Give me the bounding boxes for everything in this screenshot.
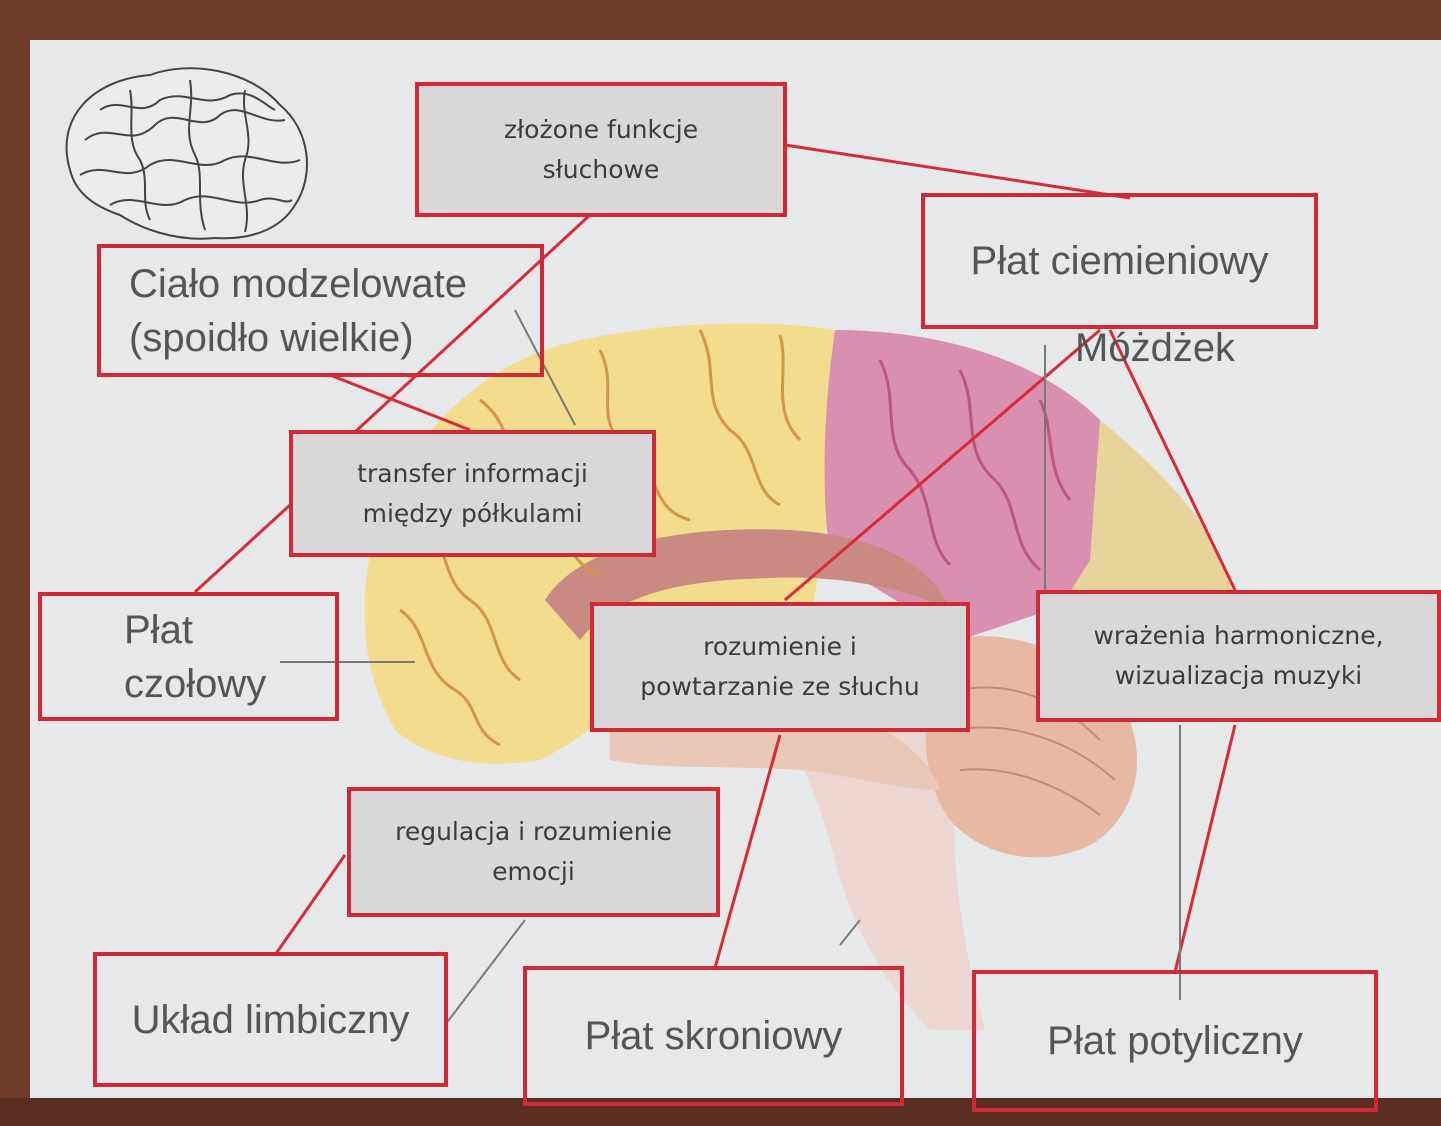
cerebellum-label: Móżdżek (1075, 326, 1235, 371)
brain-sketch-icon (67, 68, 307, 238)
temporal-lobe-box: Płat skroniowy (523, 966, 904, 1106)
emotion-regulation-box: regulacja i rozumienie emocji (347, 787, 720, 917)
corpus-callosum-box: Ciało modzelowate (spoidło wielkie) (97, 244, 544, 377)
parietal-lobe-box: Płat ciemieniowy (921, 193, 1318, 329)
auditory-comprehension-box: rozumienie i powtarzanie ze słuchu (590, 602, 970, 732)
frontal-lobe-box: Płat czołowy (38, 592, 339, 721)
harmonic-impressions-box: wrażenia harmoniczne, wizualizacja muzyk… (1036, 590, 1441, 722)
occipital-lobe-box: Płat potyliczny (972, 970, 1378, 1112)
interhemispheric-transfer-box: transfer informacji między półkulami (289, 430, 656, 557)
limbic-system-box: Układ limbiczny (93, 952, 448, 1087)
complex-auditory-functions-box: złożone funkcje słuchowe (415, 82, 787, 217)
